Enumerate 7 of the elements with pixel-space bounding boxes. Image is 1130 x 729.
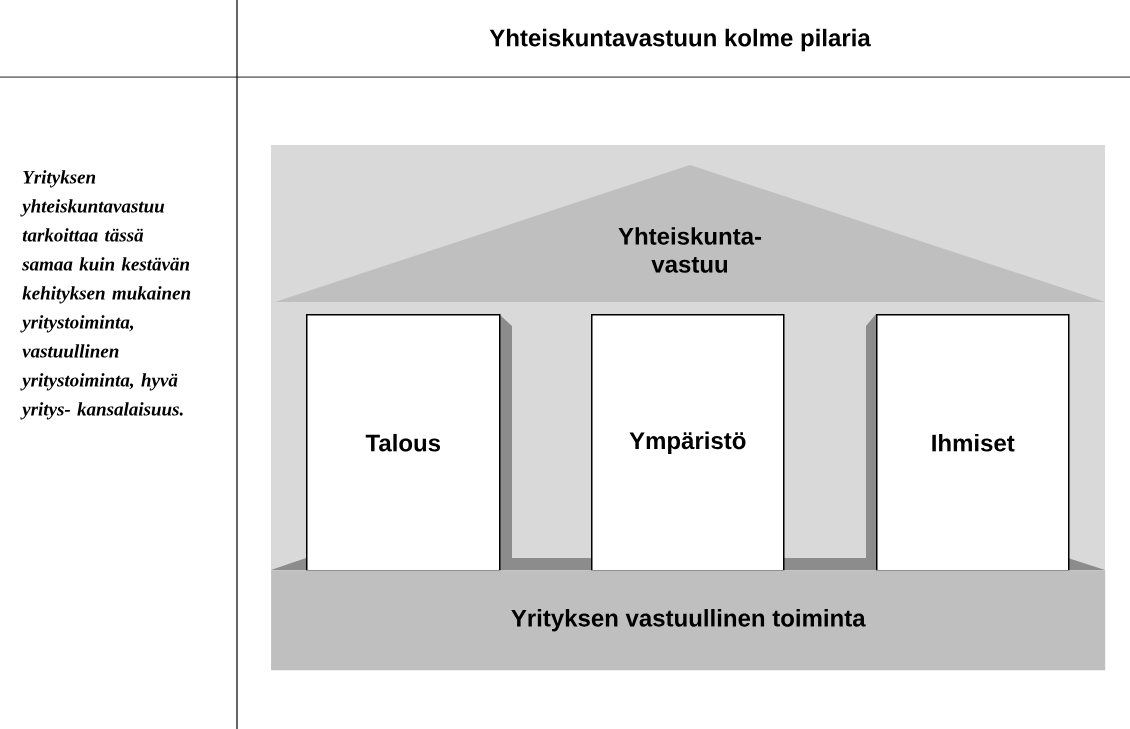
base-band: Yrityksen vastuullinen toiminta: [271, 570, 1106, 671]
title: Yhteiskuntavastuun kolme pilaria: [489, 28, 871, 52]
roof-triangle: Yhteiskunta- vastuu: [275, 165, 1105, 302]
side-note: Yrityksen yhteiskuntavastuu tarkoittaa tässä samaa kuin kestävän kehityksen mukainen yritystoiminta, vastuullinen yritystoiminta, hyvä yritys- kansalaisuus.: [20, 170, 191, 420]
pillar-box: Talous: [306, 314, 501, 572]
pillar-box: Ympäristö: [591, 314, 785, 572]
pillar-box: Ihmiset: [876, 314, 1070, 572]
